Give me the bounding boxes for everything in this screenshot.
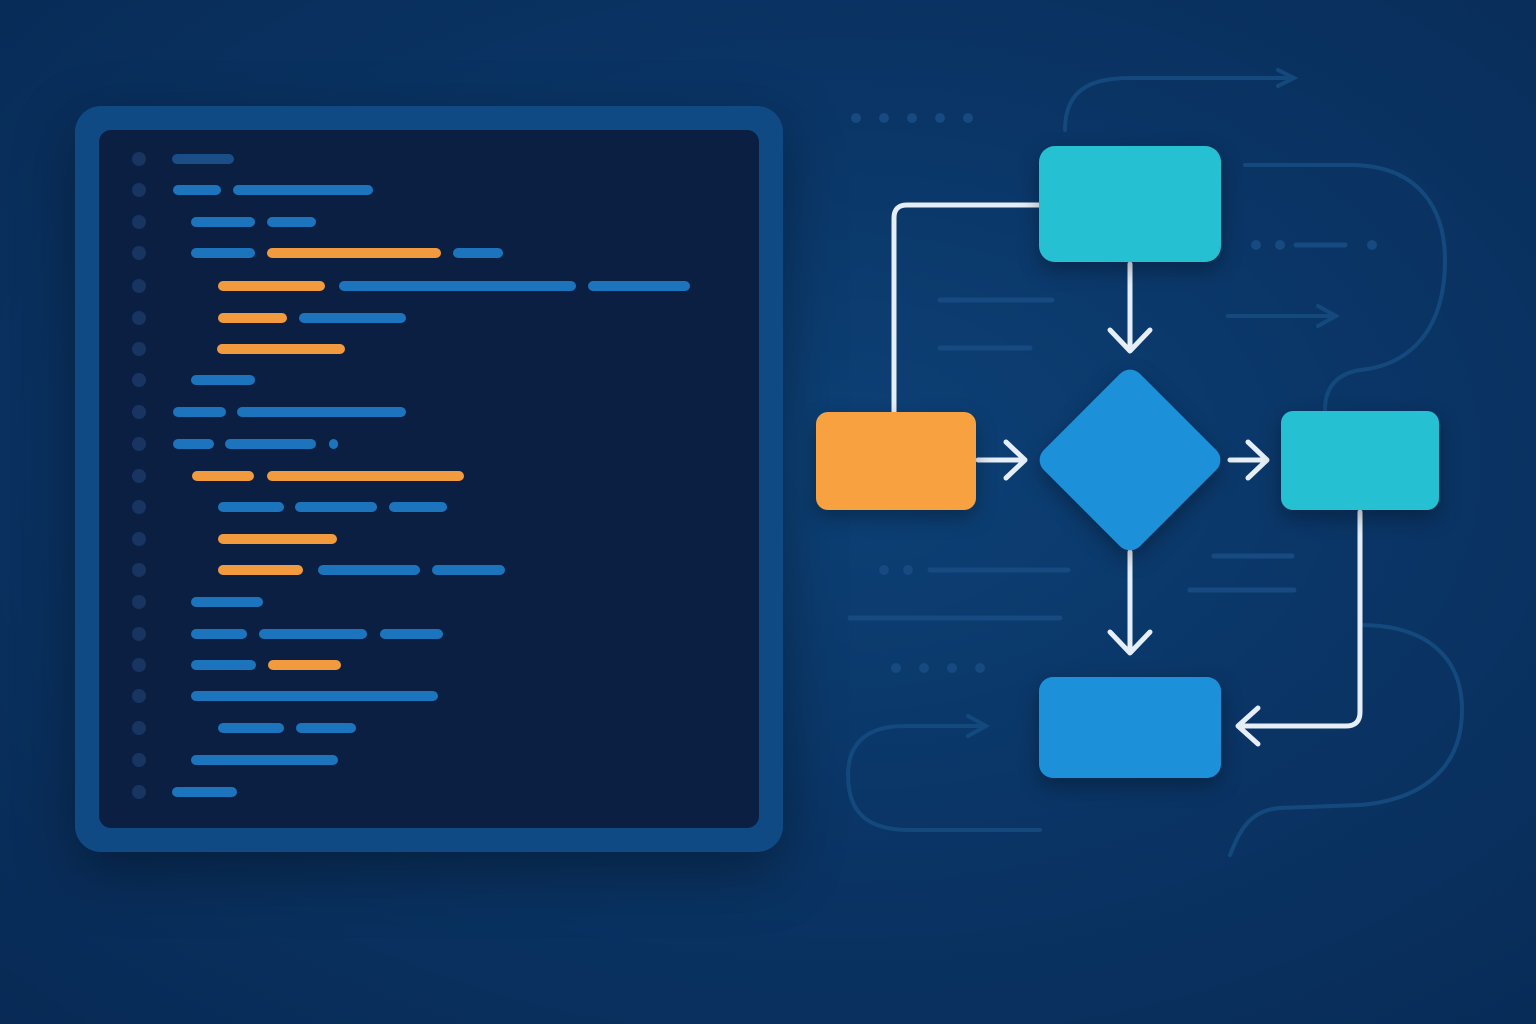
arrow-icon <box>1107 629 1153 656</box>
code-token-keyword <box>233 185 373 195</box>
code-token-keyword <box>267 217 316 227</box>
code-token-keyword <box>191 660 256 670</box>
code-token-keyword <box>173 407 226 417</box>
code-editor-screen <box>99 130 759 828</box>
code-token-keyword <box>453 248 503 258</box>
bg-dot <box>891 663 901 673</box>
line-number-marker <box>132 689 146 703</box>
line-number-marker <box>132 246 146 260</box>
code-token-keyword <box>329 439 338 449</box>
flow-node-input <box>816 412 976 510</box>
code-token-string <box>217 344 345 354</box>
bg-dot <box>975 663 985 673</box>
code-token-keyword <box>295 502 377 512</box>
bg-dot <box>1275 240 1285 250</box>
code-token-string <box>218 313 287 323</box>
bg-dot <box>851 113 861 123</box>
code-token-string <box>267 248 441 258</box>
code-token-keyword <box>173 439 214 449</box>
bg-arrow-left-icon <box>966 714 991 738</box>
code-token-keyword <box>191 755 338 765</box>
code-token-keyword <box>172 154 234 164</box>
code-token-keyword <box>218 502 284 512</box>
line-number-marker <box>132 373 146 387</box>
line-number-marker <box>132 753 146 767</box>
connector-branch-to-end <box>1239 509 1363 729</box>
code-token-keyword <box>225 439 316 449</box>
code-token-keyword <box>588 281 690 291</box>
bg-dot <box>919 663 929 673</box>
bg-dot <box>879 565 889 575</box>
line-number-marker <box>132 405 146 419</box>
line-number-marker <box>132 658 146 672</box>
code-token-keyword <box>318 565 420 575</box>
code-token-keyword <box>191 217 255 227</box>
code-token-keyword <box>191 629 247 639</box>
code-token-string <box>192 471 254 481</box>
bg-dot <box>903 565 913 575</box>
bg-dot <box>879 113 889 123</box>
bg-dot <box>1367 240 1377 250</box>
code-token-keyword <box>172 787 237 797</box>
line-number-marker <box>132 152 146 166</box>
arrow-icon <box>1245 439 1270 481</box>
code-token-keyword <box>299 313 406 323</box>
code-token-keyword <box>191 375 255 385</box>
bg-dot <box>963 113 973 123</box>
code-token-keyword <box>432 565 505 575</box>
bg-curve-right <box>1243 163 1448 412</box>
code-token-string <box>218 281 325 291</box>
bg-curve-top <box>1063 76 1292 132</box>
code-token-keyword <box>218 723 284 733</box>
code-token-keyword <box>339 281 576 291</box>
line-number-marker <box>132 627 146 641</box>
arrow-icon <box>1107 327 1153 354</box>
bg-dot <box>935 113 945 123</box>
code-token-string <box>218 565 303 575</box>
bg-dot <box>907 113 917 123</box>
code-token-keyword <box>191 691 438 701</box>
bg-dot <box>1251 240 1261 250</box>
bg-dot <box>947 663 957 673</box>
line-number-marker <box>132 311 146 325</box>
flow-node-branch <box>1281 411 1439 510</box>
bg-arrow-top-icon <box>1276 68 1299 88</box>
flow-node-decision <box>1039 369 1221 551</box>
line-number-marker <box>132 532 146 546</box>
line-number-marker <box>132 183 146 197</box>
code-token-keyword <box>259 629 367 639</box>
code-editor-icon <box>75 106 783 852</box>
flow-node-end <box>1039 677 1221 778</box>
line-number-marker <box>132 437 146 451</box>
line-number-marker <box>132 595 146 609</box>
line-number-marker <box>132 721 146 735</box>
code-token-string <box>268 660 341 670</box>
code-token-keyword <box>173 185 221 195</box>
bg-curve-left <box>845 724 1042 832</box>
code-token-string <box>218 534 337 544</box>
code-token-keyword <box>296 723 356 733</box>
line-number-marker <box>132 469 146 483</box>
flow-node-start <box>1039 146 1221 262</box>
code-token-keyword <box>380 629 443 639</box>
line-number-marker <box>132 785 146 799</box>
line-number-marker <box>132 279 146 293</box>
arrow-icon <box>1235 705 1261 747</box>
line-number-marker <box>132 342 146 356</box>
code-token-keyword <box>191 248 255 258</box>
code-token-keyword <box>191 597 263 607</box>
connector-input-to-start <box>891 202 1043 415</box>
line-number-marker <box>132 500 146 514</box>
bg-arrow-mid-icon <box>1316 304 1341 328</box>
code-token-keyword <box>389 502 447 512</box>
line-number-marker <box>132 215 146 229</box>
line-number-marker <box>132 563 146 577</box>
code-token-keyword <box>237 407 406 417</box>
code-token-string <box>267 471 464 481</box>
arrow-icon <box>1003 439 1028 481</box>
bg-curve-bottom <box>1228 623 1465 857</box>
